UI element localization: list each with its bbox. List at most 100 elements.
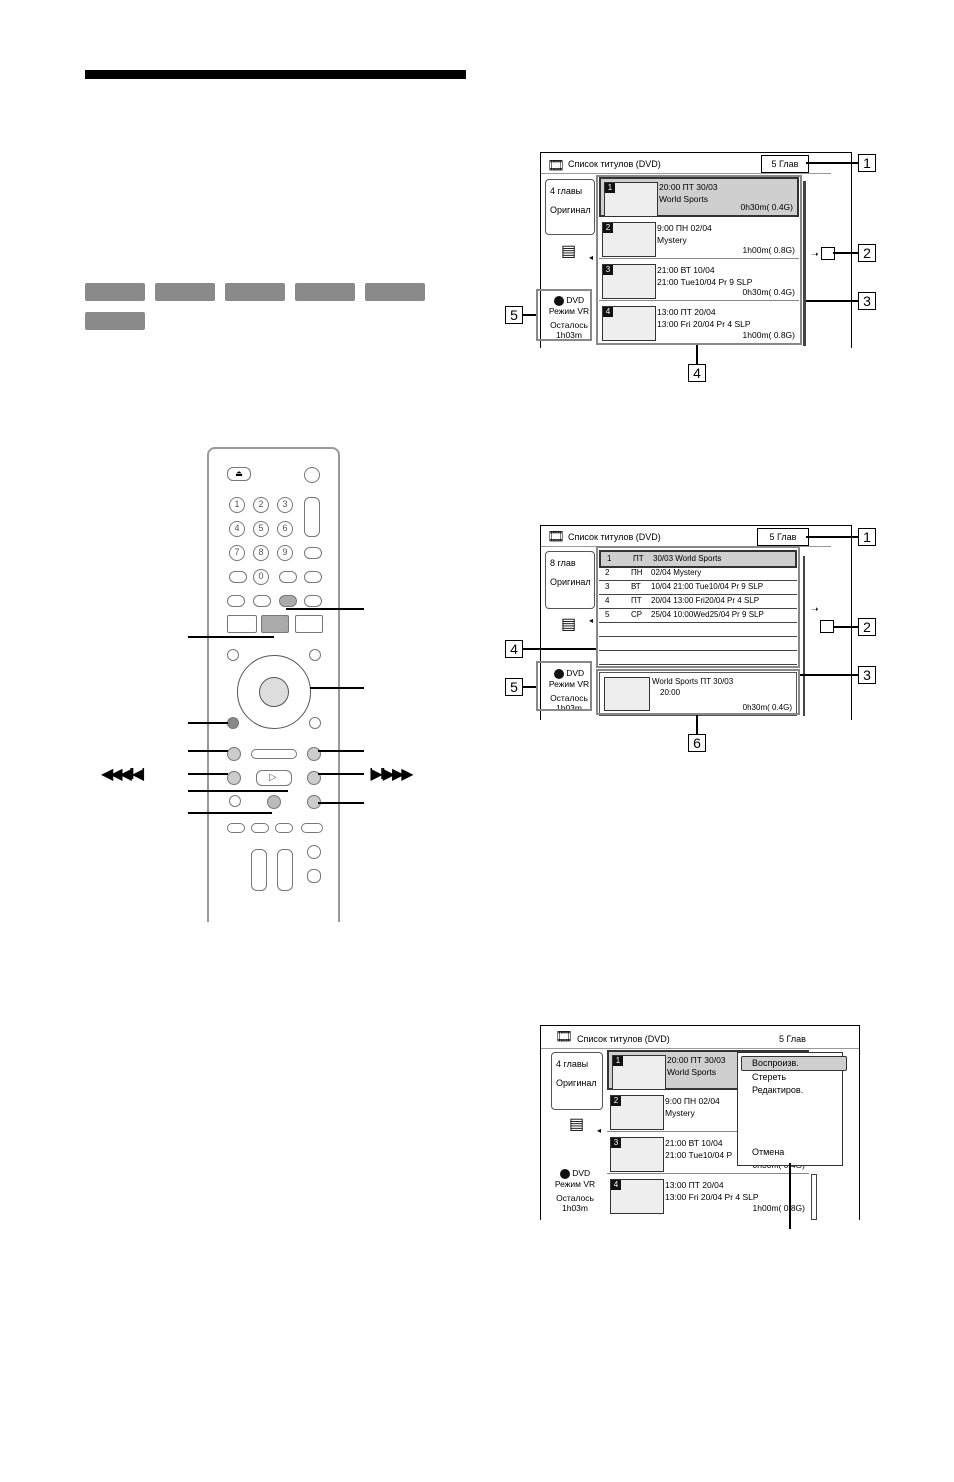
small-button[interactable] <box>304 571 322 583</box>
enter-button[interactable] <box>259 677 289 707</box>
scrollbar[interactable] <box>803 556 805 716</box>
num-button-3[interactable]: 3 <box>277 497 293 513</box>
channel-rocker[interactable] <box>304 497 320 537</box>
small-button[interactable] <box>309 717 321 729</box>
disc-status: DVD Режим VR Осталось 1h03m <box>541 295 597 340</box>
arrow-left-icon: ◂ <box>589 253 594 262</box>
screen-title: Список титулов (DVD) <box>577 1034 670 1044</box>
title-date: 20:00 ПТ 30/03 <box>667 1055 726 1065</box>
callout-line <box>800 674 858 676</box>
tv-channel-rocker[interactable] <box>277 849 293 891</box>
callout-line <box>789 1163 791 1229</box>
menu-item-edit[interactable]: Редактиров. <box>752 1085 804 1095</box>
next-button[interactable] <box>307 747 321 761</box>
num-button-5[interactable]: 5 <box>253 521 269 537</box>
num-button-7[interactable]: 7 <box>229 545 245 561</box>
tv-power-button[interactable] <box>307 845 321 859</box>
small-button[interactable] <box>227 649 239 661</box>
small-button[interactable] <box>279 571 297 583</box>
power-button[interactable] <box>304 467 320 483</box>
disc-tag <box>365 283 425 301</box>
disc-icon <box>553 295 564 306</box>
title-row[interactable]: 2 9:00 ПН 02/04 Mystery 1h00m( 0.8G) <box>599 219 799 259</box>
disc-name: DVD <box>566 295 585 305</box>
leader-line <box>318 802 364 804</box>
scrollbar[interactable] <box>811 1174 817 1220</box>
callout-line <box>806 536 858 538</box>
small-button[interactable] <box>229 795 241 807</box>
rec-button[interactable] <box>227 823 245 833</box>
list-item <box>599 636 797 651</box>
num-button-0[interactable]: 0 <box>253 569 269 585</box>
replay-advance-rocker[interactable] <box>251 749 297 759</box>
title-name: 21:00 Tue10/04 Pr 9 SLP <box>657 277 753 287</box>
num-button-1[interactable]: 1 <box>229 497 245 513</box>
preview-title: World Sports ПТ 30/03 <box>652 677 734 686</box>
play-button[interactable]: ▷ <box>256 770 292 786</box>
return-button[interactable] <box>227 717 239 729</box>
title-duration: 0h30m( 0.4G) <box>742 287 795 297</box>
original-label: Оригинал <box>550 577 591 587</box>
title-row[interactable]: 3 21:00 ВТ 10/04 21:00 Tue10/04 Pr 9 SLP… <box>599 261 799 301</box>
small-button[interactable] <box>301 823 323 833</box>
tv-input-button[interactable] <box>307 869 321 883</box>
num-button-6[interactable]: 6 <box>277 521 293 537</box>
leader-line <box>286 608 364 610</box>
menu-item-cancel[interactable]: Отмена <box>752 1147 785 1157</box>
prev-button[interactable] <box>227 747 241 761</box>
disc-mode: Режим VR <box>548 305 590 316</box>
chapter-info: 8 глав <box>550 558 576 568</box>
num-button-4[interactable]: 4 <box>229 521 245 537</box>
small-button[interactable] <box>309 649 321 661</box>
volume-rocker[interactable] <box>251 849 267 891</box>
title-row[interactable]: 2 9:00 ПН 02/04 Mystery <box>607 1092 809 1132</box>
small-button[interactable] <box>229 571 247 583</box>
disc-tag <box>295 283 355 301</box>
title-thumbnail: 3 <box>610 1137 664 1172</box>
info-panel: 8 глав Оригинал <box>545 551 595 609</box>
small-button[interactable] <box>227 595 245 607</box>
disc-status: DVD Режим VR Осталось 1h03m <box>541 668 597 713</box>
leader-line <box>188 790 288 792</box>
small-button[interactable] <box>304 547 322 559</box>
callout-line <box>806 300 858 302</box>
title-row[interactable]: 4 13:00 ПТ 20/04 13:00 Fri 20/04 Pr 4 SL… <box>599 303 799 343</box>
scrollbar[interactable] <box>803 181 806 346</box>
small-button[interactable] <box>253 595 271 607</box>
callout-3: 3 <box>858 292 876 310</box>
rec-stop-button[interactable] <box>275 823 293 833</box>
num-button-2[interactable]: 2 <box>253 497 269 513</box>
disc-tag <box>225 283 285 301</box>
menu-button[interactable] <box>227 615 257 633</box>
title-thumbnail: 4 <box>602 306 656 341</box>
small-button[interactable] <box>304 595 322 607</box>
title-row[interactable]: 1 20:00 ПТ 30/03 World Sports 0h30m( 0.4… <box>599 177 799 217</box>
arrow-right-icon: ➝ <box>811 249 819 259</box>
menu-item-play[interactable]: Воспроизв. <box>741 1056 847 1071</box>
forward-button[interactable] <box>307 771 321 785</box>
leader-line <box>188 636 274 638</box>
num-button-8[interactable]: 8 <box>253 545 269 561</box>
pause-button[interactable] <box>267 795 281 809</box>
callout-line <box>523 314 536 316</box>
disc-name: DVD <box>572 1168 591 1178</box>
title-thumbnail: 4 <box>610 1179 664 1214</box>
tools-button[interactable] <box>261 615 289 633</box>
disc-mode: Режим VR <box>554 1178 596 1189</box>
rewind-button[interactable] <box>227 771 241 785</box>
title-list-button[interactable] <box>279 595 297 607</box>
num-button-9[interactable]: 9 <box>277 545 293 561</box>
title-name: Mystery <box>665 1108 695 1118</box>
transport-right-symbols: I▶II▶▶▶ <box>369 766 414 783</box>
title-row[interactable]: 4 13:00 ПТ 20/04 13:00 Fri 20/04 Pr 4 SL… <box>607 1176 809 1216</box>
rec-pause-button[interactable] <box>251 823 269 833</box>
callout-1: 1 <box>858 154 876 172</box>
eject-button[interactable]: ⏏ <box>227 467 251 481</box>
menu-item-erase[interactable]: Стереть <box>752 1072 787 1082</box>
menu-button[interactable] <box>295 615 323 633</box>
